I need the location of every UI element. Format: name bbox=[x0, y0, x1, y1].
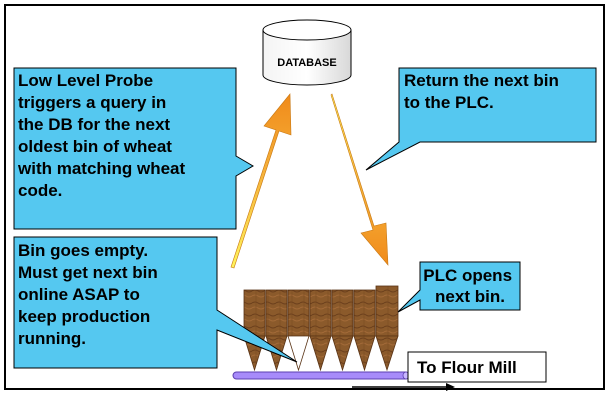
database-cylinder-icon: DATABASE bbox=[262, 19, 352, 86]
callout-line: online ASAP to bbox=[18, 285, 140, 304]
wheat-bins bbox=[243, 285, 399, 372]
bin-3-empty bbox=[287, 289, 310, 372]
callout-line: code. bbox=[18, 181, 62, 200]
callout-line: Return the next bin bbox=[404, 71, 559, 90]
callout-line: running. bbox=[18, 329, 86, 348]
database-label: DATABASE bbox=[277, 57, 336, 69]
callout-return-bin: Return the next bin to the PLC. bbox=[365, 67, 597, 171]
conveyor-belt bbox=[232, 371, 410, 380]
callout-line: Must get next bin bbox=[18, 263, 158, 282]
output-arrow-icon bbox=[352, 383, 455, 391]
callout-return-bin-text: Return the next bin to the PLC. bbox=[404, 71, 564, 112]
callout-low-level-probe-text: Low Level Probe triggers a query in the … bbox=[17, 71, 190, 200]
callout-line: Low Level Probe bbox=[18, 71, 153, 90]
callout-plc-opens: PLC opens next bin. bbox=[397, 261, 521, 313]
callout-low-level-probe: Low Level Probe triggers a query in the … bbox=[13, 67, 254, 230]
callout-line: next bin. bbox=[435, 287, 505, 306]
bin-2 bbox=[265, 289, 288, 372]
callout-line: oldest bin of wheat bbox=[18, 137, 172, 156]
flour-mill-label: To Flour Mill bbox=[417, 358, 517, 377]
return-arrow-down bbox=[330, 93, 389, 266]
bin-4 bbox=[309, 289, 332, 372]
callout-line: triggers a query in bbox=[18, 93, 166, 112]
bin-5 bbox=[331, 289, 354, 372]
flour-mill-label-box: To Flour Mill bbox=[407, 351, 547, 383]
query-arrow-up bbox=[230, 93, 292, 269]
bin-6 bbox=[353, 289, 376, 372]
callout-line: keep production bbox=[18, 307, 150, 326]
callout-line: to the PLC. bbox=[404, 93, 494, 112]
callout-bin-empty: Bin goes empty. Must get next bin online… bbox=[13, 236, 298, 369]
bin-7-next bbox=[375, 285, 399, 372]
callout-plc-opens-text: PLC opens next bin. bbox=[423, 266, 517, 306]
callout-line: Bin goes empty. bbox=[18, 241, 148, 260]
callout-line: the DB for the next bbox=[18, 115, 170, 134]
callout-line: PLC opens bbox=[423, 266, 512, 285]
callout-bin-empty-text: Bin goes empty. Must get next bin online… bbox=[18, 241, 163, 348]
callout-line: with matching wheat bbox=[17, 159, 186, 178]
